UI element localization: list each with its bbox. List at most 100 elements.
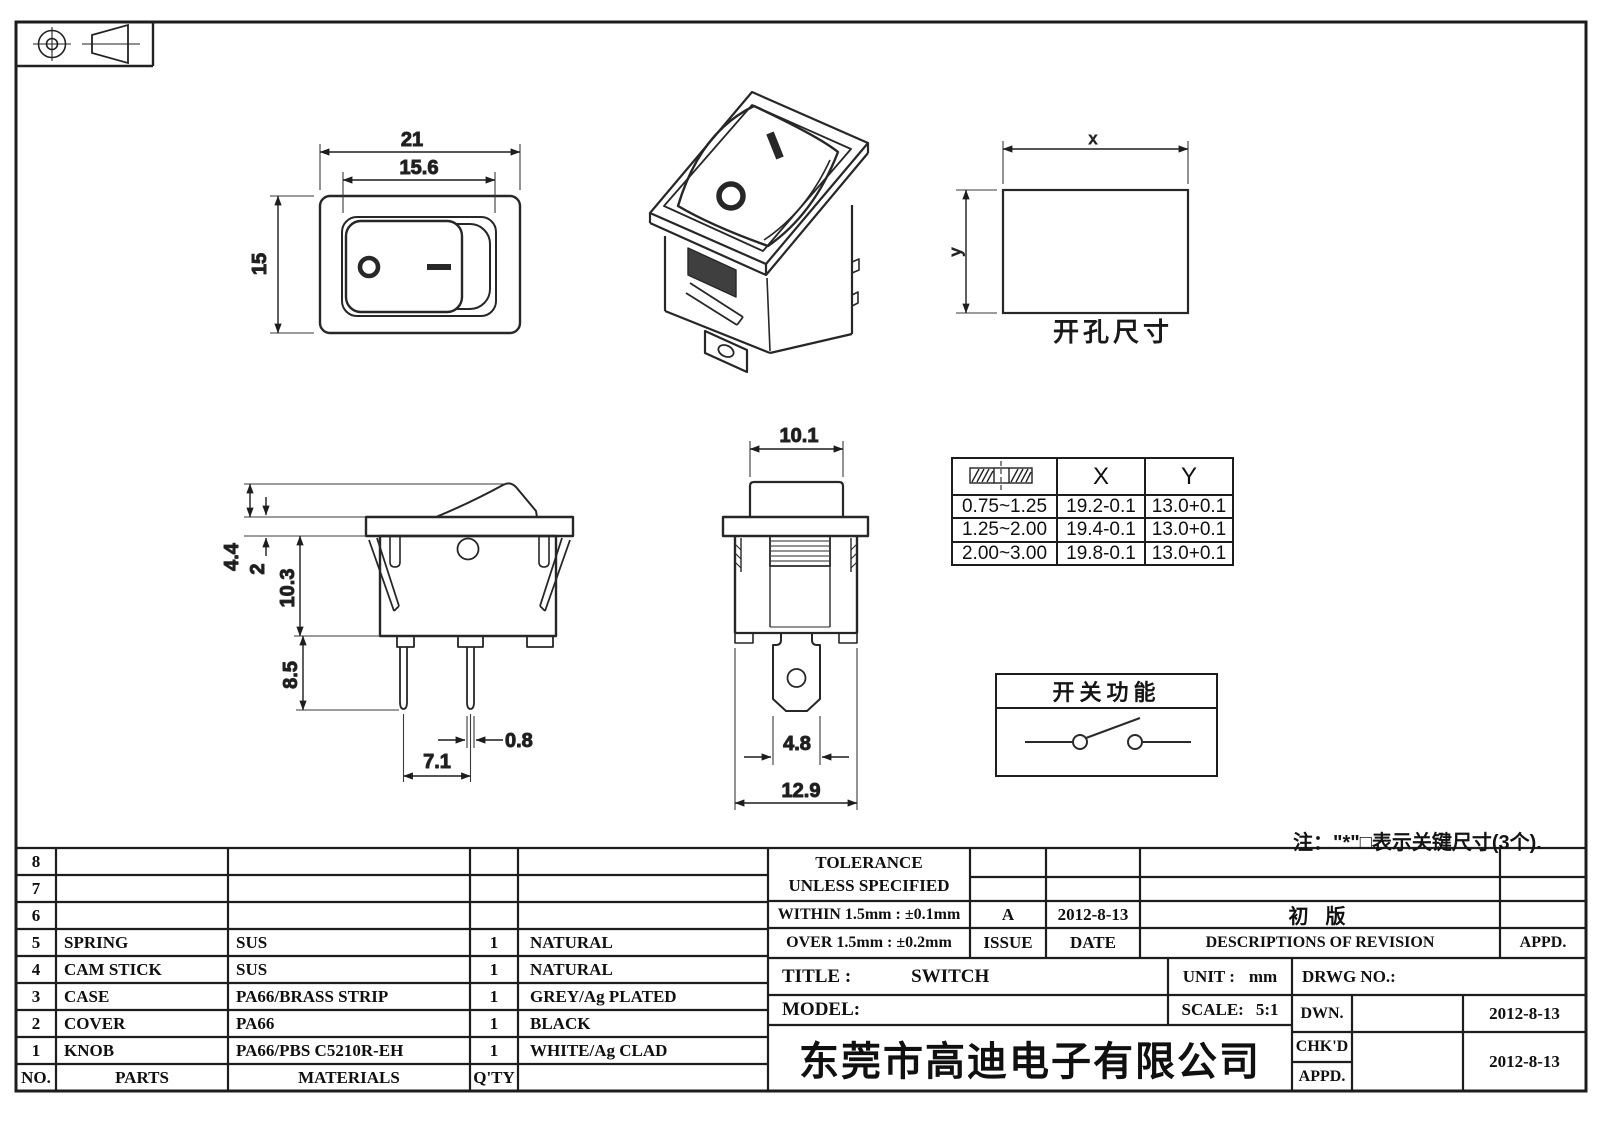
- issue-label: ISSUE: [983, 933, 1033, 952]
- dim-side-body-height: 10.3: [277, 569, 299, 608]
- dim-top-width: 21: [401, 129, 423, 151]
- dim-front-terminal-width: 4.8: [783, 733, 811, 755]
- tolerance-heading: TOLERANCE UNLESS SPECIFIED: [768, 848, 970, 901]
- chkd-label: CHK'D: [1295, 1038, 1349, 1055]
- unit-label: UNIT :: [1182, 966, 1235, 986]
- tolerance-line2: UNLESS SPECIFIED: [788, 875, 950, 895]
- header-parts: PARTS: [115, 1067, 169, 1087]
- appd-row-label: APPD.: [1298, 1067, 1346, 1085]
- scale-row: SCALE: 5:1: [1168, 995, 1292, 1025]
- row-part: CAM STICK: [64, 959, 162, 979]
- date-label: DATE: [1070, 933, 1116, 952]
- row-qty: 1: [489, 959, 499, 979]
- issue-date: 2012-8-13: [1057, 904, 1129, 924]
- dim-side-flange-thickness: 2: [247, 563, 269, 574]
- xy-x: 19.4-0.1: [1066, 519, 1136, 540]
- dwn-date: 2012-8-13: [1489, 1003, 1560, 1023]
- side-view: 4.4 2 10.3 8.5 7.1 0.8: [221, 482, 575, 782]
- dim-side-pin-thickness: 0.8: [505, 730, 533, 752]
- xy-table-grid: [951, 457, 1234, 566]
- switch-function-box: 开关功能: [995, 673, 1218, 777]
- switch-function-title: 开关功能: [997, 675, 1216, 709]
- drwg-no-label: DRWG NO.:: [1302, 966, 1396, 986]
- revision-label: DESCRIPTIONS OF REVISION: [1205, 934, 1435, 951]
- key-dimension-note: 注："*"□表示关键尺寸(3个).: [1293, 832, 1542, 854]
- xy-range: 0.75~1.25: [961, 495, 1048, 517]
- xy-range: 1.25~2.00: [961, 519, 1048, 540]
- row-finish: GREY/Ag PLATED: [530, 986, 677, 1006]
- dim-cutout-y: y: [946, 247, 965, 256]
- header-no: NO.: [21, 1067, 51, 1087]
- dim-side-pin-length: 8.5: [280, 661, 302, 689]
- xy-y: 13.0+0.1: [1151, 519, 1227, 540]
- dwn-label: DWN.: [1300, 1004, 1344, 1022]
- row-qty: 1: [489, 1040, 499, 1060]
- isometric-view: [648, 90, 870, 374]
- tolerance-line1: TOLERANCE: [815, 852, 923, 872]
- scale-value: 5:1: [1255, 1000, 1279, 1019]
- dim-cutout-x: x: [1089, 129, 1098, 148]
- title-row: TITLE : SWITCH: [768, 958, 1168, 995]
- sheet-border: [14, 20, 1588, 1093]
- appd-column-label: APPD.: [1519, 934, 1567, 951]
- row-material: PA66/PBS C5210R-EH: [236, 1040, 404, 1060]
- row-qty: 1: [489, 932, 499, 952]
- row-no: 1: [31, 1040, 41, 1060]
- top-view: 21 15.6 15: [249, 129, 522, 335]
- row-material: SUS: [236, 959, 268, 979]
- unit-row: UNIT : mm: [1168, 958, 1292, 995]
- row-part: COVER: [64, 1013, 126, 1033]
- dim-top-inner-width: 15.6: [400, 157, 439, 179]
- xy-x: 19.8-0.1: [1066, 542, 1136, 564]
- row-qty: 1: [489, 986, 499, 1006]
- row-part: SPRING: [64, 932, 129, 952]
- row-no: 7: [31, 878, 41, 898]
- row-no: 3: [31, 986, 41, 1006]
- row-no: 4: [31, 959, 41, 979]
- clip-teeth: [687, 247, 737, 298]
- row-part: CASE: [64, 986, 110, 1006]
- header-materials: MATERIALS: [298, 1067, 400, 1087]
- tolerance-within: WITHIN 1.5mm : ±0.1mm: [777, 905, 961, 923]
- cutout-caption: 开孔尺寸: [1052, 316, 1173, 347]
- unit-value: mm: [1248, 966, 1278, 986]
- xy-col-y: Y: [1180, 462, 1197, 490]
- projection-symbol-icon: [16, 22, 155, 68]
- row-finish: WHITE/Ag CLAD: [530, 1040, 668, 1060]
- xy-y: 13.0+0.1: [1151, 495, 1227, 517]
- panel-thickness-icon: [969, 461, 1033, 490]
- row-qty: 1: [489, 1013, 499, 1033]
- xy-x: 19.2-0.1: [1066, 495, 1136, 517]
- panel-cutout-view: x y: [946, 129, 1190, 315]
- dim-front-body-width: 12.9: [782, 780, 821, 802]
- xy-range: 2.00~3.00: [961, 542, 1048, 564]
- dim-front-rocker-width: 10.1: [780, 425, 819, 447]
- row-material: SUS: [236, 932, 268, 952]
- xy-y: 13.0+0.1: [1151, 542, 1227, 564]
- scale-label: SCALE:: [1181, 1000, 1244, 1019]
- tolerance-over: OVER 1.5mm : ±0.2mm: [786, 934, 952, 951]
- row-no: 5: [31, 932, 41, 952]
- front-view: 10.1 4.8 12.9: [721, 425, 870, 810]
- company-name: 东莞市高迪电子有限公司: [799, 1040, 1261, 1084]
- rocker-off-mark: [357, 255, 381, 279]
- header-qty: Q'TY: [473, 1067, 515, 1087]
- issue-value: A: [1001, 904, 1015, 924]
- row-no: 8: [31, 851, 41, 871]
- title-label: TITLE :: [782, 965, 852, 987]
- spst-switch-symbol-icon: [1025, 717, 1191, 750]
- xy-col-x: X: [1092, 462, 1109, 490]
- dim-top-height: 15: [249, 253, 271, 275]
- model-label: MODEL:: [782, 999, 861, 1020]
- row-finish: BLACK: [530, 1013, 591, 1033]
- row-material: PA66/BRASS STRIP: [236, 986, 389, 1006]
- iso-on-mark: [766, 131, 784, 160]
- row-no: 2: [31, 1013, 41, 1033]
- table-grid: [16, 846, 1586, 1091]
- dim-side-pin-pitch: 7.1: [423, 751, 451, 773]
- row-part: KNOB: [64, 1040, 115, 1060]
- row-finish: NATURAL: [530, 959, 613, 979]
- row-no: 6: [31, 905, 41, 925]
- title-value: SWITCH: [911, 965, 990, 987]
